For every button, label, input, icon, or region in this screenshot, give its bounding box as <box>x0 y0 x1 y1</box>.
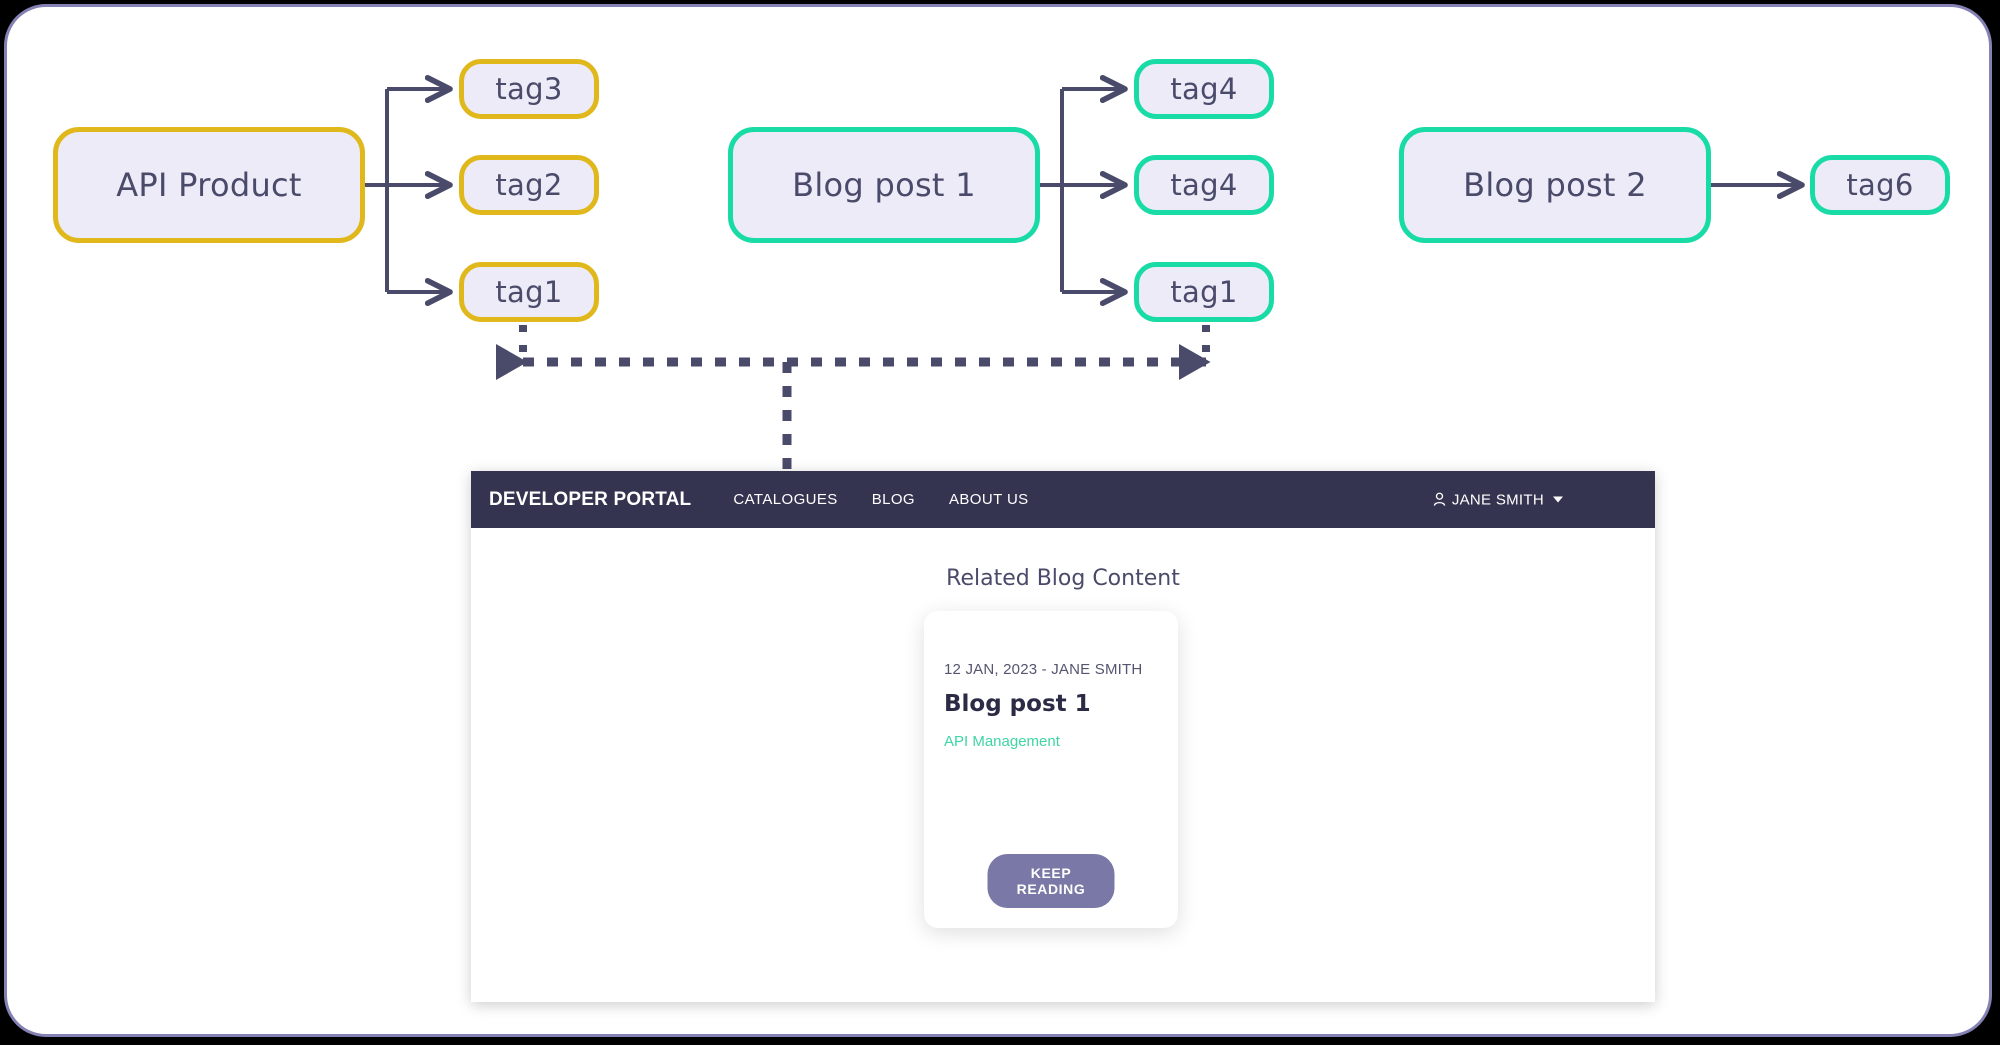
card-date-author: 12 JAN, 2023 - JANE SMITH <box>944 661 1143 678</box>
node-tag-blog-post-1-1[interactable]: tag4 <box>1134 59 1274 119</box>
node-label: API Product <box>116 166 302 204</box>
node-label: tag6 <box>1846 168 1914 202</box>
nav-item-catalogues[interactable]: CATALOGUES <box>733 491 838 508</box>
node-label: tag2 <box>495 168 563 202</box>
card-tag-link[interactable]: API Management <box>944 733 1060 750</box>
node-blog-post-2[interactable]: Blog post 2 <box>1399 127 1711 243</box>
node-tag-blog-post-1-3[interactable]: tag1 <box>1134 262 1274 322</box>
node-api-product[interactable]: API Product <box>53 127 365 243</box>
person-icon <box>1433 492 1446 506</box>
portal-brand[interactable]: DEVELOPER PORTAL <box>489 488 692 510</box>
nav-item-blog[interactable]: BLOG <box>871 491 915 508</box>
user-name: JANE SMITH <box>1451 491 1544 508</box>
card-title: Blog post 1 <box>944 691 1091 717</box>
diagram-canvas: API Product tag3 tag2 tag1 Blog post 1 t… <box>7 7 1989 1034</box>
node-tag-api-product-1[interactable]: tag3 <box>459 59 599 119</box>
user-menu[interactable]: JANE SMITH <box>1432 491 1563 508</box>
node-label: tag4 <box>1170 72 1238 106</box>
blog-card[interactable]: 12 JAN, 2023 - JANE SMITH Blog post 1 AP… <box>924 611 1178 928</box>
node-label: Blog post 2 <box>1463 166 1647 204</box>
node-tag-api-product-3[interactable]: tag1 <box>459 262 599 322</box>
chevron-down-icon <box>1553 496 1563 503</box>
node-tag-api-product-2[interactable]: tag2 <box>459 155 599 215</box>
node-label: tag3 <box>495 72 563 106</box>
node-label: Blog post 1 <box>792 166 976 204</box>
node-label: tag1 <box>495 275 563 309</box>
nav-item-about-us[interactable]: ABOUT US <box>948 491 1029 508</box>
keep-reading-button[interactable]: KEEP READING <box>987 854 1115 908</box>
node-tag-blog-post-1-2[interactable]: tag4 <box>1134 155 1274 215</box>
related-blog-content-title: Related Blog Content <box>946 566 1180 591</box>
outer-frame: API Product tag3 tag2 tag1 Blog post 1 t… <box>4 4 1992 1037</box>
developer-portal-panel: DEVELOPER PORTAL CATALOGUES BLOG ABOUT U… <box>471 471 1655 1002</box>
node-tag-blog-post-2-1[interactable]: tag6 <box>1810 155 1950 215</box>
node-label: tag1 <box>1170 275 1238 309</box>
node-blog-post-1[interactable]: Blog post 1 <box>728 127 1040 243</box>
portal-nav-links: CATALOGUES BLOG ABOUT US <box>733 491 1028 508</box>
portal-navbar: DEVELOPER PORTAL CATALOGUES BLOG ABOUT U… <box>471 471 1655 528</box>
node-label: tag4 <box>1170 168 1238 202</box>
